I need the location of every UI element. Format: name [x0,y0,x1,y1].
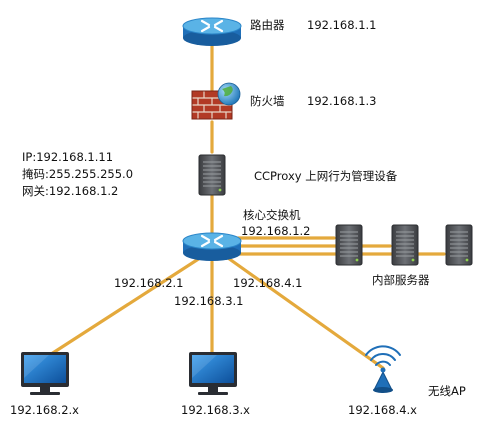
connection-links [43,43,446,370]
server-icon [198,154,226,196]
router-icon [181,16,243,48]
firewall-ip: 192.168.1.3 [307,94,377,108]
firewall-name: 防火墙 [250,94,285,108]
core-switch-name: 核心交换机 [243,208,301,222]
port-2-ip: 192.168.2.1 [114,276,184,290]
wireless-ap-icon [365,345,401,393]
monitor-icon [21,352,69,395]
router-name: 路由器 [250,18,285,32]
servers-name: 内部服务器 [372,273,430,287]
proxy-ip: IP:192.168.1.11 [22,150,114,164]
proxy-device-name: CCProxy 上网行为管理设备 [254,169,398,183]
ap-name: 无线AP [428,384,466,398]
link-switch-ap [226,256,385,370]
subnet-2-label: 192.168.2.x [10,403,79,417]
server-icon [391,224,419,266]
subnet-4-label: 192.168.4.x [348,403,417,417]
core-switch-ip: 192.168.1.2 [241,224,311,238]
server-icon [335,224,363,266]
port-3-ip: 192.168.3.1 [174,294,244,308]
monitor-icon [189,352,237,395]
subnet-3-label: 192.168.3.x [181,403,250,417]
proxy-mask: 掩码:255.255.255.0 [22,167,134,181]
proxy-gateway: 网关:192.168.1.2 [22,184,119,198]
firewall-icon [191,82,241,120]
port-4-ip: 192.168.4.1 [233,276,303,290]
server-icon [445,224,473,266]
router-ip: 192.168.1.1 [307,18,377,32]
switch-icon [181,231,243,263]
link-switch-pc-2 [43,256,202,360]
